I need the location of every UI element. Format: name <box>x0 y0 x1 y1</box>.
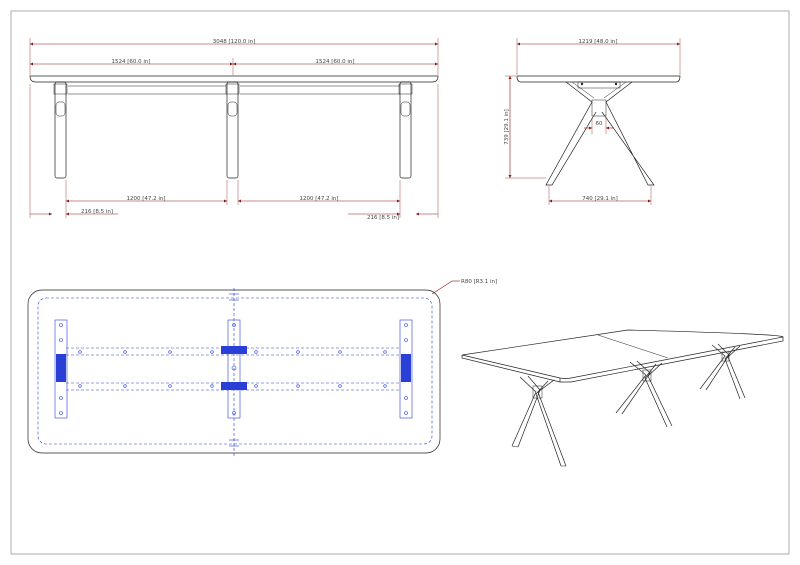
isometric-view <box>461 329 784 467</box>
front-leg-center <box>225 81 240 179</box>
plan-leg-right <box>399 319 413 419</box>
plan-view: R80 [R3.1 in] <box>27 279 497 458</box>
dim-half-length-left: 1524 [60.0 in] <box>111 59 150 65</box>
iso-leg-front <box>511 375 567 467</box>
dim-leg-base: 740 [29.1 in] <box>582 196 618 202</box>
rail-fixings <box>78 350 387 388</box>
dim-leg-span-right: 1200 [47.2 in] <box>299 196 338 202</box>
dim-leg-span-left: 1200 [47.2 in] <box>126 196 165 202</box>
front-leg-left <box>53 81 68 179</box>
dim-overhang-left: 216 [8.5 in] <box>81 209 113 215</box>
plan-leg-left <box>54 319 68 419</box>
side-view: 1219 [48.0 in] 739 [29.1 in] 60 740 [29.… <box>504 38 681 205</box>
dim-side-height: 739 [29.1 in] <box>504 109 510 145</box>
dim-overall-length: 3048 [120.0 in] <box>213 39 256 45</box>
iso-leg-middle <box>615 360 673 428</box>
front-leg-right <box>398 81 413 179</box>
iso-leg-back <box>699 343 746 400</box>
dim-half-length-right: 1524 [60.0 in] <box>315 59 354 65</box>
dim-leg-gap: 60 <box>596 121 603 127</box>
sheet-border <box>10 10 790 555</box>
front-view: 3048 [120.0 in] 1524 [60.0 in] 1524 [60.… <box>29 38 439 221</box>
dim-corner-radius: R80 [R3.1 in] <box>461 279 497 285</box>
dim-overhang-right: 216 [8.5 in] <box>367 215 399 221</box>
dim-side-width: 1219 [48.0 in] <box>578 39 617 45</box>
plan-leg-center <box>221 319 247 419</box>
